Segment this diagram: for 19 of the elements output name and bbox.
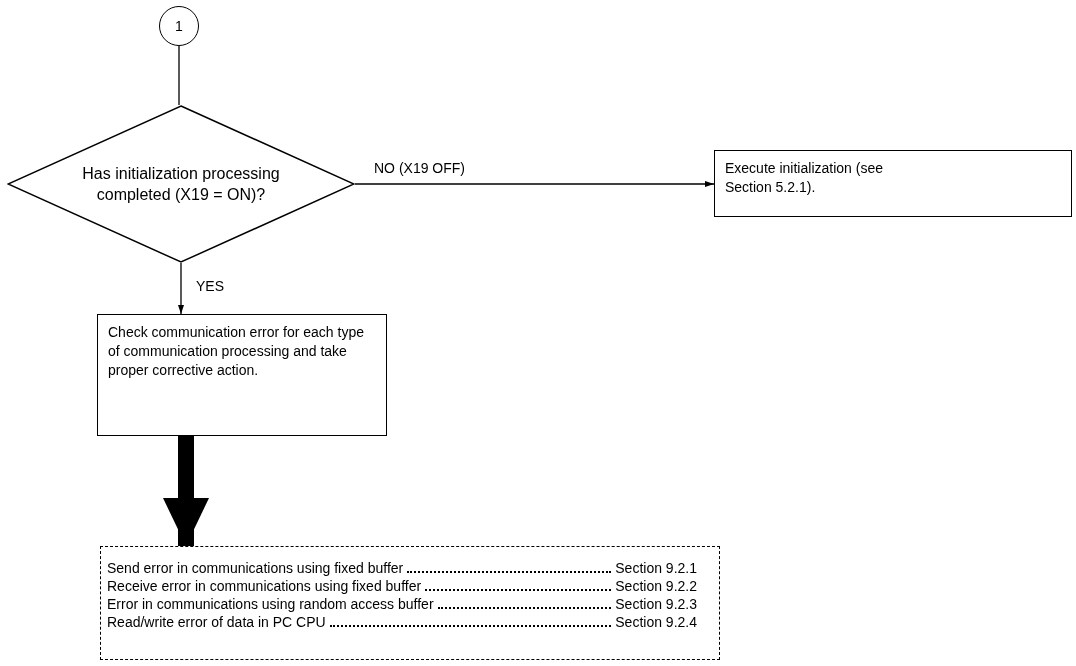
arrow — [163, 436, 209, 546]
error-type-text: Receive error in communications using fixed buffer — [107, 577, 422, 595]
error-type-text: Read/write error of data in PC CPU — [107, 613, 326, 631]
section-reference: Section 9.2.4 — [615, 613, 697, 631]
error-type-text: Send error in communications using fixed buffer — [107, 559, 404, 577]
section-reference: Section 9.2.1 — [615, 559, 697, 577]
process-box — [97, 314, 387, 436]
process-text: Check communication error for each type of communication processing and take proper corrective action. — [108, 323, 365, 380]
arrow — [178, 262, 184, 315]
process-box — [714, 150, 1072, 217]
process-text: Execute initialization (see Section 5.2.1). — [725, 159, 884, 197]
arrow — [354, 181, 715, 187]
error-type-text: Error in communications using random access buffer — [107, 595, 434, 613]
decision-diamond — [7, 105, 355, 263]
connector-line — [178, 45, 180, 106]
section-reference: Section 9.2.2 — [615, 577, 697, 595]
section-reference: Section 9.2.3 — [615, 595, 697, 613]
reference-box — [100, 546, 720, 660]
decision-text: Has initialization processing completed (X19 = ON)? — [81, 164, 281, 205]
